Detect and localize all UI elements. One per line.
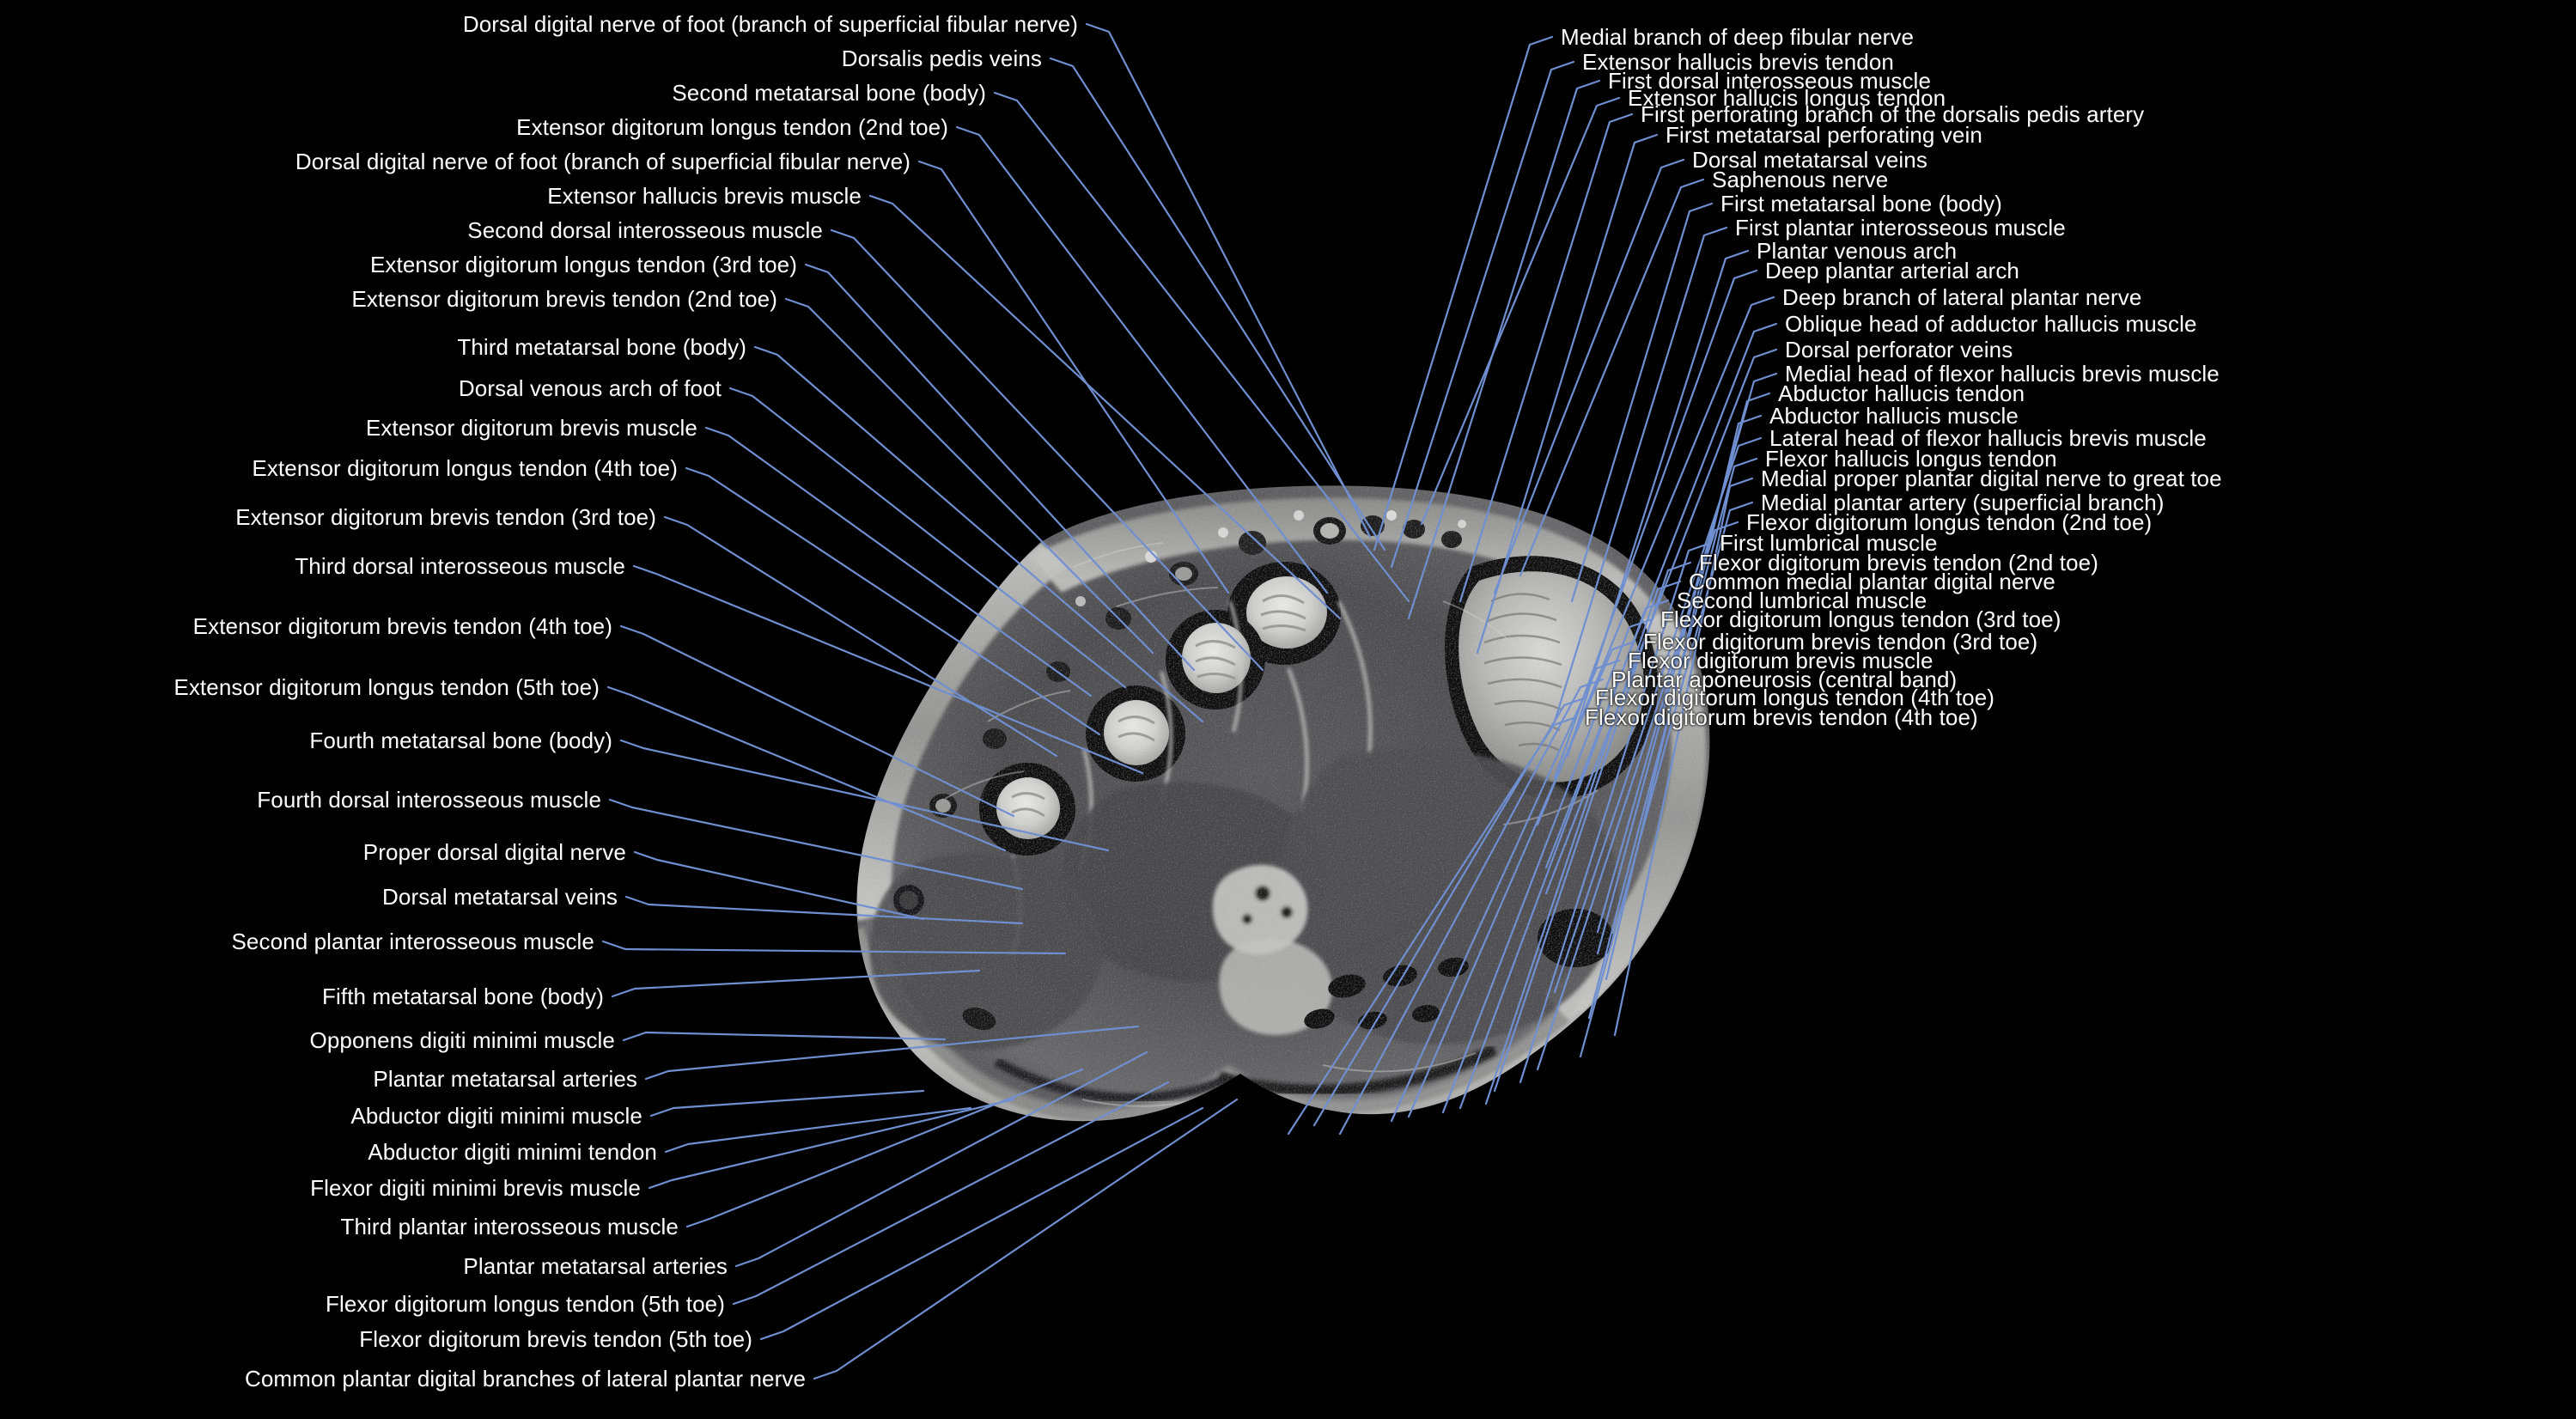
anatomy-label-dorsal-metatarsal-veins: Dorsal metatarsal veins	[1692, 147, 1927, 173]
anatomy-label-extensor-digitorum-brevis-muscle: Extensor digitorum brevis muscle	[365, 415, 697, 441]
anatomy-label-first-plantar-interosseous-muscle: First plantar interosseous muscle	[1735, 215, 2066, 241]
anatomy-label-oblique-head-of-adductor-hallucis-muscle: Oblique head of adductor hallucis muscle	[1785, 311, 2197, 337]
anatomy-label-fourth-dorsal-interosseous-muscle: Fourth dorsal interosseous muscle	[257, 787, 601, 813]
anatomy-label-abductor-digiti-minimi-muscle: Abductor digiti minimi muscle	[350, 1103, 642, 1129]
anatomy-label-flexor-digitorum-brevis-muscle: Flexor digitorum brevis muscle	[1628, 648, 1934, 673]
anatomy-label-dorsal-metatarsal-veins: Dorsal metatarsal veins	[382, 884, 618, 910]
anatomy-label-first-metatarsal-bone-body: First metatarsal bone (body)	[1720, 191, 2002, 216]
anatomy-label-flexor-hallucis-longus-tendon: Flexor hallucis longus tendon	[1765, 446, 2057, 472]
anatomy-label-flexor-digitorum-brevis-tendon-4th-toe: Flexor digitorum brevis tendon (4th toe)	[1585, 704, 1978, 730]
anatomy-label-flexor-digitorum-longus-tendon-2nd-toe: Flexor digitorum longus tendon (2nd toe)	[1746, 509, 2153, 535]
anatomy-label-dorsal-digital-nerve-of-foot-branch-of-superficial-fibular-n: Dorsal digital nerve of foot (branch of …	[462, 11, 1078, 37]
anatomy-label-second-metatarsal-bone-body: Second metatarsal bone (body)	[672, 80, 986, 106]
anatomy-label-second-plantar-interosseous-muscle: Second plantar interosseous muscle	[231, 929, 594, 954]
anatomy-label-flexor-digiti-minimi-brevis-muscle: Flexor digiti minimi brevis muscle	[310, 1175, 641, 1201]
anatomy-label-flexor-digitorum-longus-tendon-3rd-toe: Flexor digitorum longus tendon (3rd toe)	[1660, 606, 2061, 632]
anatomy-label-dorsal-digital-nerve-of-foot-branch-of-superficial-fibular-n: Dorsal digital nerve of foot (branch of …	[295, 149, 910, 174]
anatomy-label-extensor-hallucis-brevis-tendon: Extensor hallucis brevis tendon	[1582, 49, 1894, 75]
anatomy-label-deep-branch-of-lateral-plantar-nerve: Deep branch of lateral plantar nerve	[1782, 284, 2142, 310]
anatomy-label-extensor-digitorum-longus-tendon-4th-toe: Extensor digitorum longus tendon (4th to…	[252, 455, 678, 481]
anatomy-label-saphenous-nerve: Saphenous nerve	[1712, 167, 1889, 192]
anatomy-label-plantar-venous-arch: Plantar venous arch	[1757, 238, 1958, 264]
anatomy-label-abductor-digiti-minimi-tendon: Abductor digiti minimi tendon	[368, 1139, 657, 1165]
anatomy-label-common-plantar-digital-branches-of-lateral-plantar-nerve: Common plantar digital branches of later…	[244, 1366, 806, 1392]
anatomy-label-medial-plantar-artery-superficial-branch: Medial plantar artery (superficial branc…	[1761, 490, 2165, 515]
anatomy-label-first-metatarsal-perforating-vein: First metatarsal perforating vein	[1666, 122, 1982, 148]
anatomy-label-first-dorsal-interosseous-muscle: First dorsal interosseous muscle	[1608, 68, 1931, 94]
anatomy-label-medial-proper-plantar-digital-nerve-to-great-toe: Medial proper plantar digital nerve to g…	[1761, 466, 2222, 491]
anatomy-label-medial-head-of-flexor-hallucis-brevis-muscle: Medial head of flexor hallucis brevis mu…	[1785, 361, 2220, 387]
anatomy-label-third-dorsal-interosseous-muscle: Third dorsal interosseous muscle	[295, 553, 625, 579]
anatomy-label-extensor-hallucis-longus-tendon: Extensor hallucis longus tendon	[1628, 85, 1946, 111]
anatomy-label-deep-plantar-arterial-arch: Deep plantar arterial arch	[1765, 258, 2019, 283]
anatomy-label-extensor-digitorum-brevis-tendon-4th-toe: Extensor digitorum brevis tendon (4th to…	[192, 613, 612, 639]
anatomy-label-third-plantar-interosseous-muscle: Third plantar interosseous muscle	[340, 1214, 679, 1239]
anatomy-label-fourth-metatarsal-bone-body: Fourth metatarsal bone (body)	[309, 728, 612, 753]
anatomy-label-proper-dorsal-digital-nerve: Proper dorsal digital nerve	[362, 839, 626, 865]
anatomy-label-extensor-digitorum-longus-tendon-3rd-toe: Extensor digitorum longus tendon (3rd to…	[369, 252, 797, 277]
anatomy-label-plantar-metatarsal-arteries: Plantar metatarsal arteries	[463, 1253, 728, 1279]
anatomy-label-common-medial-plantar-digital-nerve: Common medial plantar digital nerve	[1689, 569, 2055, 594]
anatomy-label-extensor-hallucis-brevis-muscle: Extensor hallucis brevis muscle	[547, 183, 862, 209]
anatomy-label-extensor-digitorum-brevis-tendon-2nd-toe: Extensor digitorum brevis tendon (2nd to…	[351, 286, 777, 312]
anatomy-label-abductor-hallucis-tendon: Abductor hallucis tendon	[1778, 381, 2025, 406]
anatomy-label-flexor-digitorum-longus-tendon-4th-toe: Flexor digitorum longus tendon (4th toe)	[1595, 685, 1995, 710]
anatomy-label-flexor-digitorum-brevis-tendon-3rd-toe: Flexor digitorum brevis tendon (3rd toe)	[1643, 629, 2038, 655]
anatomy-label-extensor-digitorum-longus-tendon-2nd-toe: Extensor digitorum longus tendon (2nd to…	[516, 114, 948, 140]
anatomy-label-plantar-metatarsal-arteries: Plantar metatarsal arteries	[373, 1066, 637, 1092]
anatomy-label-first-perforating-branch-of-the-dorsalis-pedis-artery: First perforating branch of the dorsalis…	[1641, 101, 2145, 127]
anatomy-label-abductor-hallucis-muscle: Abductor hallucis muscle	[1769, 403, 2019, 429]
anatomy-label-flexor-digitorum-brevis-tendon-5th-toe: Flexor digitorum brevis tendon (5th toe)	[359, 1326, 752, 1352]
anatomy-label-third-metatarsal-bone-body: Third metatarsal bone (body)	[457, 334, 746, 360]
anatomy-label-second-lumbrical-muscle: Second lumbrical muscle	[1677, 588, 1927, 613]
anatomy-label-flexor-digitorum-brevis-tendon-2nd-toe: Flexor digitorum brevis tendon (2nd toe)	[1699, 550, 2099, 576]
anatomy-label-dorsal-perforator-veins: Dorsal perforator veins	[1785, 337, 2013, 362]
anatomy-label-dorsalis-pedis-veins: Dorsalis pedis veins	[841, 46, 1042, 71]
anatomy-label-fifth-metatarsal-bone-body: Fifth metatarsal bone (body)	[322, 984, 604, 1009]
anatomy-label-lateral-head-of-flexor-hallucis-brevis-muscle: Lateral head of flexor hallucis brevis m…	[1769, 425, 2207, 451]
anatomy-label-second-dorsal-interosseous-muscle: Second dorsal interosseous muscle	[467, 217, 823, 243]
anatomy-label-flexor-digitorum-longus-tendon-5th-toe: Flexor digitorum longus tendon (5th toe)	[325, 1291, 725, 1317]
anatomy-label-extensor-digitorum-longus-tendon-5th-toe: Extensor digitorum longus tendon (5th to…	[174, 674, 600, 700]
anatomy-label-medial-branch-of-deep-fibular-nerve: Medial branch of deep fibular nerve	[1561, 24, 1915, 50]
anatomy-label-extensor-digitorum-brevis-tendon-3rd-toe: Extensor digitorum brevis tendon (3rd to…	[235, 504, 656, 530]
anatomy-label-opponens-digiti-minimi-muscle: Opponens digiti minimi muscle	[309, 1027, 615, 1053]
anatomy-label-first-lumbrical-muscle: First lumbrical muscle	[1720, 530, 1938, 556]
anatomy-label-plantar-aponeurosis-central-band: Plantar aponeurosis (central band)	[1611, 667, 1958, 692]
anatomy-label-dorsal-venous-arch-of-foot: Dorsal venous arch of foot	[458, 375, 722, 401]
